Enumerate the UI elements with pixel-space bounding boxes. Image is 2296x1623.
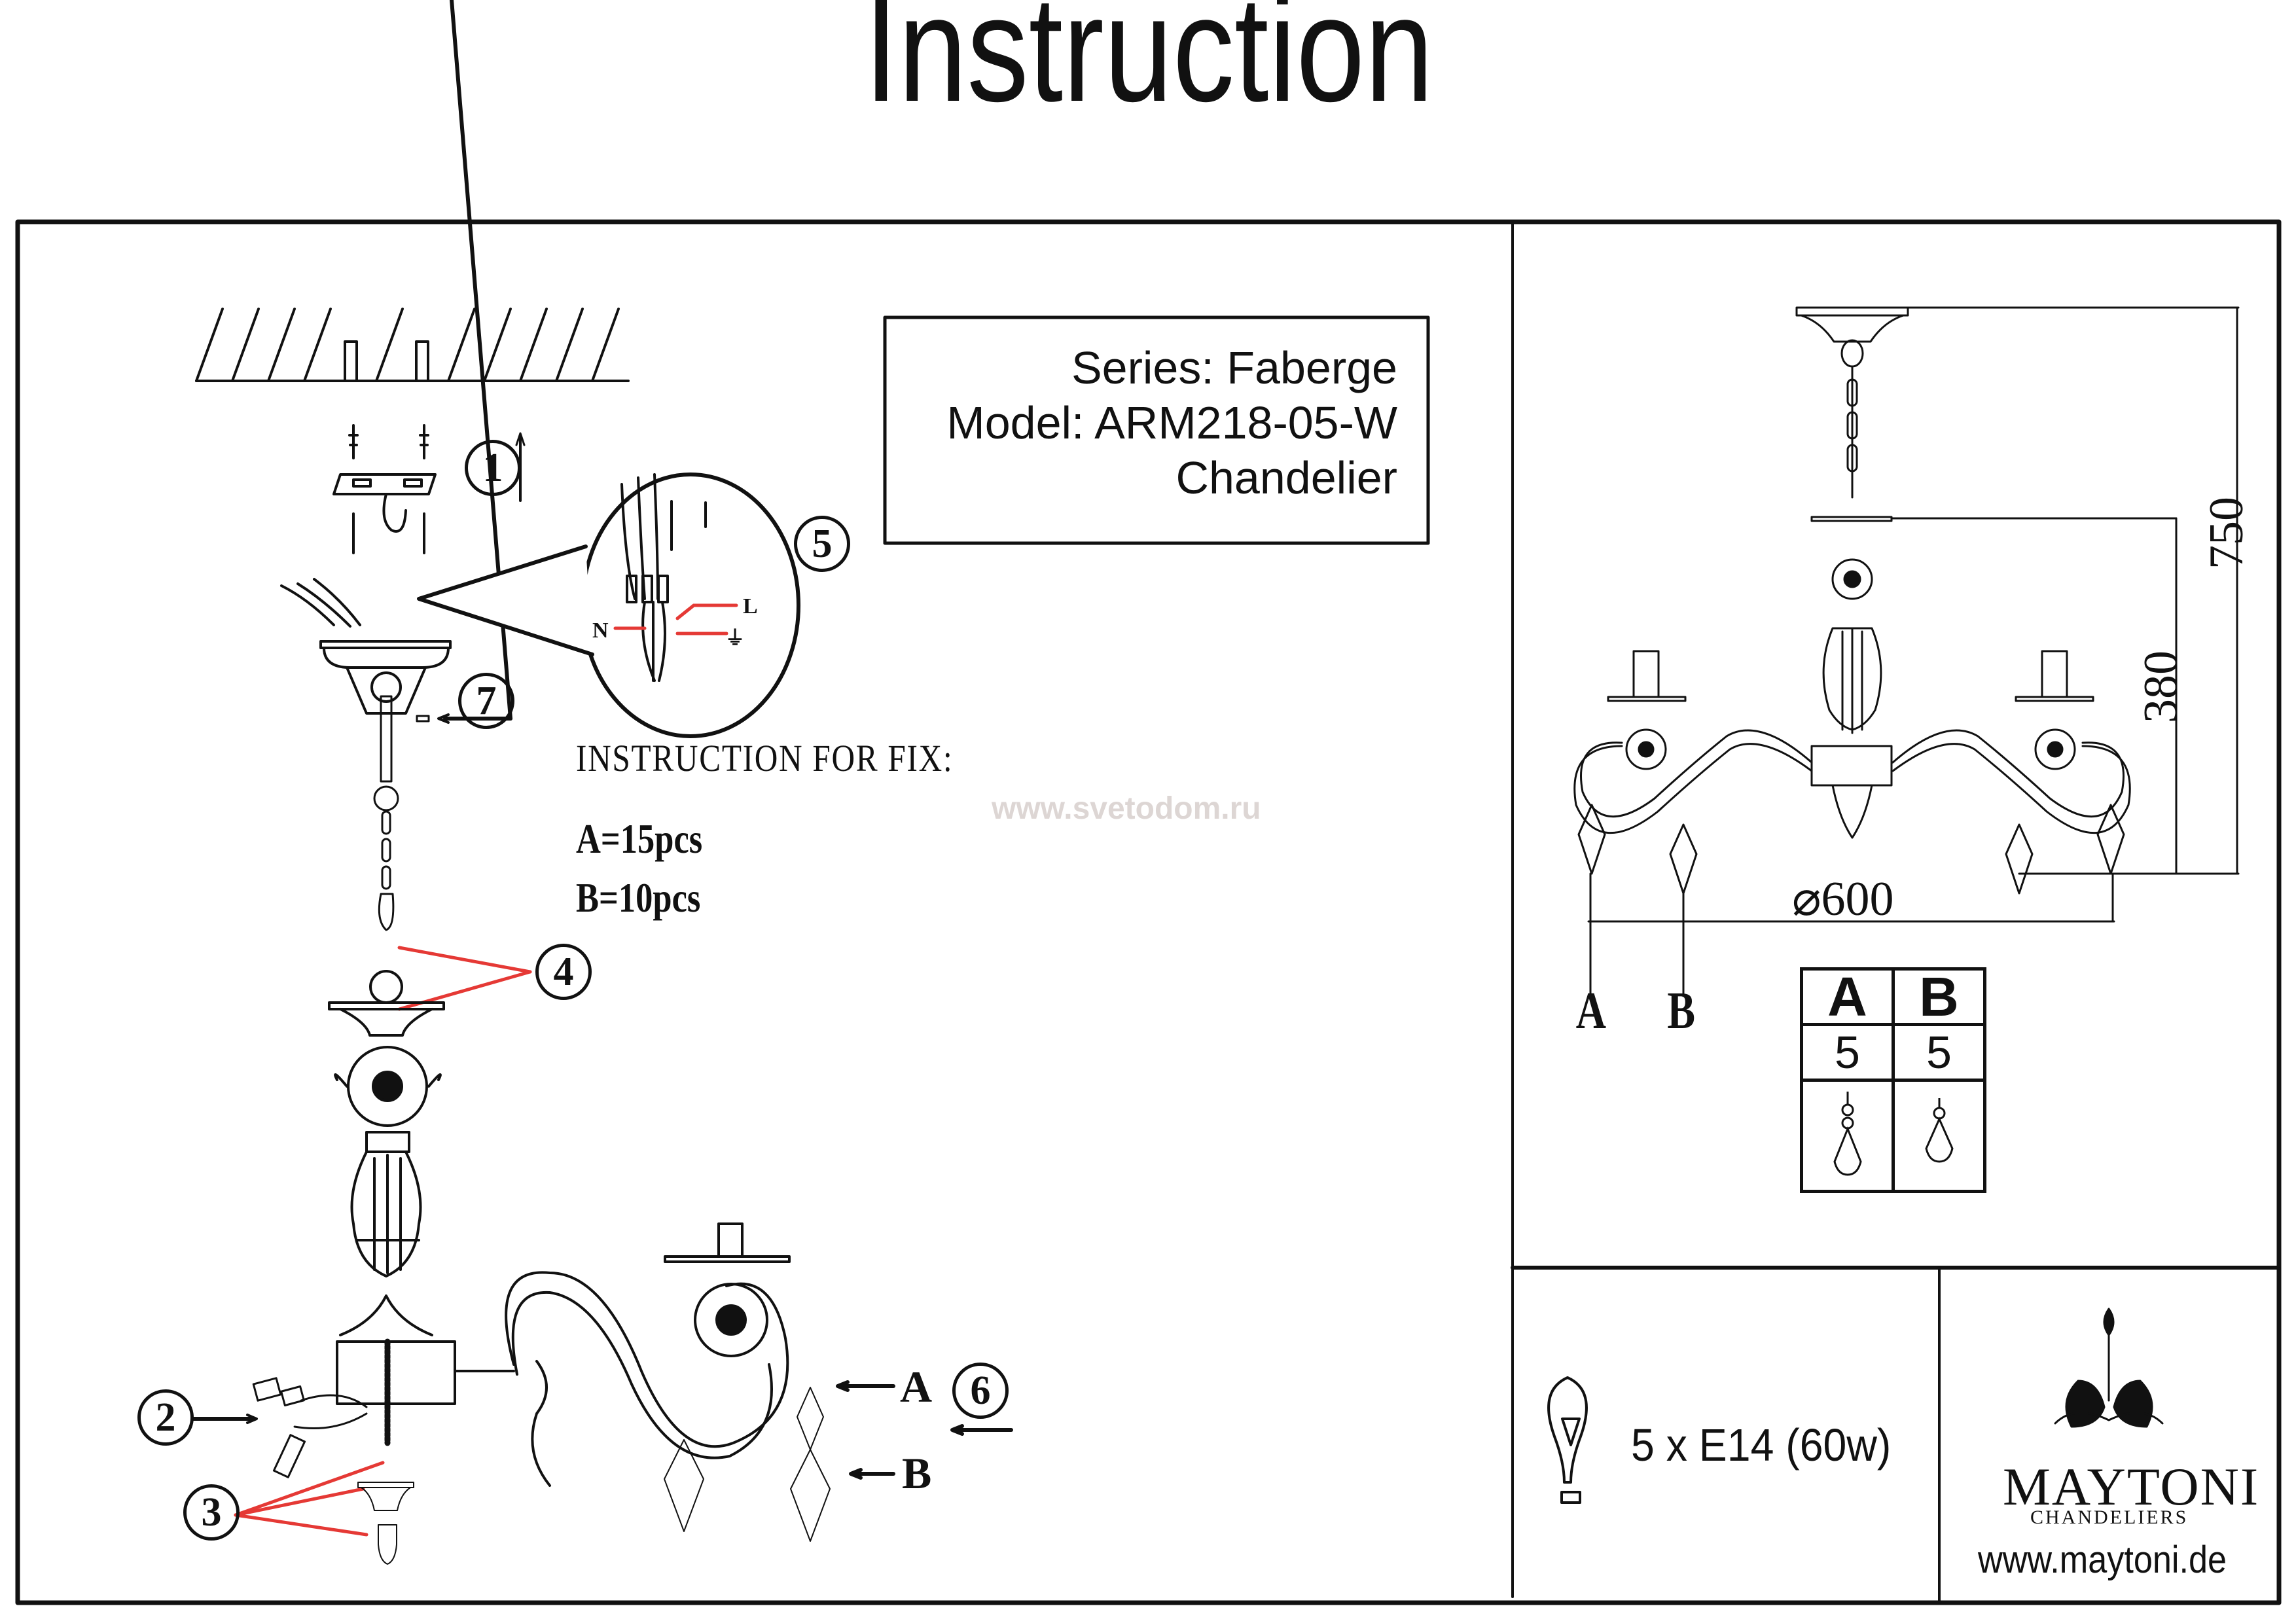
table-header-a: A [1800,967,1895,1026]
chandelier-elevation-icon [1573,306,2131,895]
elevation-a-label: A [1575,982,1607,1040]
table-qty-a: 5 [1800,1023,1895,1082]
step-5-marker: 5 [794,516,850,572]
brand-subtitle: CHANDELIERS [2030,1507,2189,1528]
step-2-marker: 2 [137,1389,194,1446]
crystal-pendant-icon [664,1387,831,1542]
crystal-b-label: B [902,1448,932,1498]
height-750-label: 750 [2200,497,2253,569]
wiring-detail-icon [417,473,800,738]
canopy-icon [280,578,452,715]
crystal-a-icon [1800,1079,1895,1193]
diameter-label: ⌀600 [1792,872,1894,926]
series-label: Series: Faberge [1071,342,1397,393]
product-spec-block: Series: Faberge Model: ARM218-05-W Chand… [887,340,1397,505]
crystal-a-label: A [900,1362,933,1412]
outer-frame [15,219,2282,1605]
mounting-bracket-icon [332,424,437,554]
chandelier-arm-icon [454,1222,791,1487]
crystal-b-count: B=10pcs [576,874,701,921]
watermark: www.svetodom.ru [992,791,1261,826]
neutral-label: N [592,618,609,643]
step3-arrows [234,1461,385,1537]
step4-arrows [397,946,532,1011]
elevation-b-label: B [1667,982,1696,1040]
maytoni-logo-icon [2054,1308,2164,1428]
fix-instructions-heading: INSTRUCTION FOR FIX: [576,737,954,779]
spec-box [883,315,1430,545]
brand-name: MAYTONI [2003,1457,2260,1516]
height-380-label: 380 [2134,651,2188,723]
bulb-icon [1547,1376,1588,1504]
step-7-marker: 7 [458,673,514,729]
ceiling-hatch-icon [195,308,630,382]
step-6-marker: 6 [952,1363,1009,1419]
lamp-spec: 5 x E14 (60w) [1631,1419,1892,1471]
crystal-b-drawing [1924,1098,1954,1163]
brand-website-link[interactable]: www.maytoni.de [1978,1539,2227,1581]
lamp-holder-icon [252,1377,368,1478]
product-type-label: Chandelier [1175,452,1397,503]
chandelier-body-icon [328,970,456,1446]
crystal-a-drawing [1833,1092,1862,1176]
table-header-b: B [1892,967,1986,1026]
crystal-b-icon [1892,1079,1986,1193]
step-3-marker: 3 [183,1484,240,1541]
crystal-table: A B 5 5 [1800,967,1986,1193]
step-1-marker: 1 [465,440,521,496]
earth-icon: ⏚ [725,628,745,649]
crystal-a-count: A=15pcs [576,815,703,862]
table-qty-b: 5 [1892,1023,1986,1082]
screw-icon [416,715,430,722]
live-label: L [743,594,758,618]
step-4-marker: 4 [535,944,592,1000]
dimension-lines [1587,306,2240,997]
model-label: Model: ARM218-05-W [946,397,1397,448]
chain-icon [373,695,399,931]
page-title: Instruction [864,0,1434,133]
